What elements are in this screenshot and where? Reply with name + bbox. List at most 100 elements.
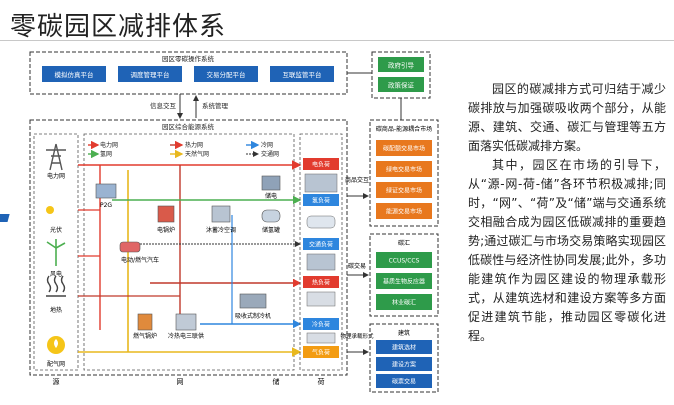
legend-cold: 冷网	[261, 141, 273, 149]
build-plan-label: 建设方案	[392, 361, 416, 369]
gov-policy-label: 政策保证	[388, 81, 415, 90]
load-cold-label: 冷负荷	[312, 321, 330, 329]
equipment-cchp: 冷热电三联供	[168, 332, 204, 340]
market-green-cert-label: 绿证交易市场	[386, 187, 422, 195]
equipment-ice-storage-ac: 沐蓄冷空调	[206, 226, 236, 234]
description-paragraph-2: 其中，园区在市场的引导下，从“源-网-荷-储”各环节积极减排;同时，“网”、“荷…	[468, 158, 666, 343]
load-gas[interactable]	[303, 346, 339, 358]
gas-network-icon	[47, 336, 65, 354]
market-list: 碳配额交易市场 绿电交易市场 绿证交易市场 能源交易市场	[376, 140, 432, 219]
equipment-battery-storage: 储电	[265, 192, 277, 200]
sink-ccus-label: CCUS/CCS	[389, 258, 420, 265]
page-title: 零碳园区减排体系	[10, 12, 227, 42]
cchp-icon	[175, 313, 197, 331]
platform-list: 模拟仿真平台 调度管理平台 交易分配平台 互联监管平台	[42, 66, 334, 82]
trade-label-line: 商品交互	[345, 176, 369, 184]
carbon-sink-label: 碳汇	[398, 239, 410, 247]
build-materials[interactable]	[376, 340, 432, 354]
source-pv: 光伏	[50, 226, 62, 234]
bottom-label-storage: 储	[273, 377, 280, 386]
platform-simulation[interactable]	[42, 66, 106, 82]
grid-tower-icon	[46, 143, 66, 171]
equipment-p2g: P2G	[100, 202, 112, 209]
electric-boiler-icon	[157, 205, 175, 223]
legend-traffic: 交通网	[261, 150, 279, 158]
load-traffic-label: 交通负荷	[309, 241, 333, 249]
geothermal-icon	[46, 275, 66, 297]
load-traffic[interactable]	[303, 238, 339, 250]
legend-h2: 氢网	[100, 150, 112, 158]
market-green-power[interactable]	[376, 161, 432, 177]
ice-storage-ac-icon	[211, 205, 231, 223]
building-box	[369, 323, 439, 393]
equipment-gas-boiler: 燃气锅炉	[133, 332, 157, 340]
sink-forestry[interactable]	[376, 294, 432, 310]
source-gas-network: 配气网	[47, 360, 65, 368]
market-carbon-quota[interactable]	[376, 140, 432, 156]
carbon-trade-label: 碳交易	[348, 262, 366, 270]
building-list: 建筑选材 建设方案 碳票交易	[376, 340, 432, 388]
gas-boiler-icon	[137, 313, 153, 331]
platform-supervision-label: 互联监管平台	[283, 70, 322, 79]
platform-dispatch[interactable]	[118, 66, 182, 82]
hydrogen-tank-icon	[261, 209, 281, 223]
load-electric[interactable]	[303, 158, 339, 170]
operating-system-label: 园区零碳操作系统	[162, 54, 215, 63]
description-text: 园区的碳减排方式可归结于减少碳排放与加强碳吸收两个部分，从能源、建筑、交通、碳汇…	[468, 80, 666, 346]
bottom-label-load: 荷	[318, 377, 325, 386]
market-energy[interactable]	[376, 203, 432, 219]
sink-bioreactor[interactable]	[376, 273, 432, 289]
carbon-sink-list: CCUS/CCS 基质生物反应器 林业碳汇	[376, 252, 432, 310]
load-hydrogen[interactable]	[303, 194, 339, 206]
load-hydrogen-label: 氢负荷	[312, 197, 330, 205]
ev-icon	[119, 241, 141, 253]
source-geothermal: 地热	[50, 306, 62, 314]
source-wind: 风电	[50, 270, 62, 278]
sink-forestry-label: 林业碳汇	[392, 299, 416, 307]
physical-label: 物理承载形式	[340, 332, 374, 340]
legend-heat: 热力网	[185, 141, 203, 149]
platform-dispatch-label: 调度管理平台	[131, 70, 170, 79]
equipment-absorption-chiller: 吸收式制冷机	[235, 312, 271, 320]
build-materials-label: 建筑选材	[392, 344, 416, 352]
equipment-ev: 电动/燃气汽车	[121, 256, 159, 264]
load-list: 电负荷 氢负荷 交通负荷 热负荷 冷负荷 气负荷	[303, 158, 339, 358]
trade-label: 商品交互	[345, 176, 369, 184]
platform-trading[interactable]	[194, 66, 258, 82]
load-heat-icon	[306, 291, 336, 307]
title-divider	[0, 40, 674, 41]
load-electric-label: 电负荷	[312, 161, 330, 169]
energy-system-box	[29, 119, 348, 376]
platform-supervision[interactable]	[270, 66, 334, 82]
energy-system-label: 园区综合能源系统	[162, 122, 215, 131]
gov-guidance[interactable]	[378, 57, 424, 72]
load-car-icon	[306, 215, 336, 229]
system-management-label: 系统管理	[202, 101, 229, 110]
bottom-label-network: 网	[177, 378, 184, 386]
market-green-cert[interactable]	[376, 182, 432, 198]
market-energy-label: 能源交易市场	[386, 208, 422, 216]
battery-storage-icon	[261, 175, 281, 191]
sink-ccus[interactable]	[376, 252, 432, 268]
build-plan[interactable]	[376, 357, 432, 371]
p2g-icon	[95, 183, 117, 199]
platform-trading-label: 交易分配平台	[207, 70, 246, 79]
source-column	[33, 133, 79, 371]
load-heat[interactable]	[303, 276, 339, 288]
info-exchange-label: 信息交互	[150, 101, 177, 110]
market-box	[369, 119, 439, 227]
load-cold[interactable]	[303, 318, 339, 330]
gov-policy[interactable]	[378, 77, 424, 92]
network-column	[83, 133, 295, 371]
market-green-power-label: 绿电交易市场	[386, 166, 422, 174]
gov-guidance-label: 政府引导	[388, 61, 415, 70]
load-electric-building-icon	[304, 173, 338, 193]
description-paragraph-1: 园区的碳减排方式可归结于减少碳排放与加强碳吸收两个部分，从能源、建筑、交通、碳汇…	[468, 82, 666, 153]
wind-turbine-icon	[46, 239, 66, 266]
load-gas-label: 气负荷	[312, 349, 330, 357]
sink-bioreactor-label: 基质生物反应器	[383, 278, 425, 286]
build-ticket[interactable]	[376, 374, 432, 388]
load-heat-label: 热负荷	[312, 279, 330, 287]
building-label: 建筑	[398, 329, 410, 337]
legend-elec: 电力网	[100, 141, 118, 149]
